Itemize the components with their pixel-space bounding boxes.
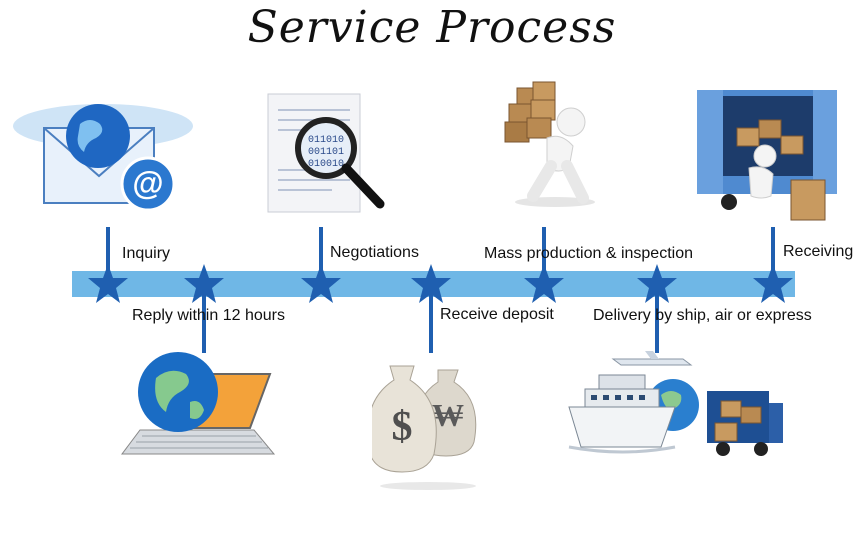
star-marker-inquiry <box>88 264 128 303</box>
email-globe-icon: @ <box>13 104 193 212</box>
truck-unloading-icon <box>697 90 837 221</box>
svg-text:011010: 011010 <box>308 135 344 146</box>
step-label-receiving: Receiving <box>783 243 854 260</box>
step-label-delivery: Delivery by ship, air or express <box>593 307 812 324</box>
step-label-production: Mass production & inspection <box>484 245 693 262</box>
stem-delivery <box>655 283 659 353</box>
worker-carrying-boxes-icon <box>504 81 595 207</box>
svg-text:010010: 010010 <box>308 159 344 170</box>
step-label-negotiations: Negotiations <box>330 244 419 261</box>
stem-reply <box>202 283 206 353</box>
star-marker-deposit <box>411 264 451 303</box>
star-marker-delivery <box>637 264 677 303</box>
page-title: Service Process <box>247 2 617 53</box>
ship-plane-truck-icon <box>568 351 783 456</box>
won-symbol: ₩ <box>432 397 464 433</box>
stem-inquiry <box>106 227 110 283</box>
star-marker-receiving <box>753 264 793 303</box>
star-marker-reply <box>184 264 224 303</box>
stem-production <box>542 227 546 283</box>
stem-deposit <box>429 283 433 353</box>
stem-negotiations <box>319 227 323 283</box>
dollar-symbol: $ <box>392 404 413 450</box>
laptop-globe-icon <box>121 352 276 455</box>
step-label-inquiry: Inquiry <box>122 245 171 262</box>
svg-text:001101: 001101 <box>308 147 344 158</box>
step-label-reply: Reply within 12 hours <box>132 307 285 324</box>
step-label-deposit: Receive deposit <box>440 306 554 323</box>
star-marker-production <box>524 264 564 303</box>
stem-receiving <box>771 227 775 283</box>
money-bags-icon: ₩ $ <box>372 365 477 490</box>
star-marker-negotiations <box>301 264 341 303</box>
svg-text:@: @ <box>132 165 163 201</box>
magnifier-document-icon: 011010 001101 010010 <box>267 93 385 213</box>
